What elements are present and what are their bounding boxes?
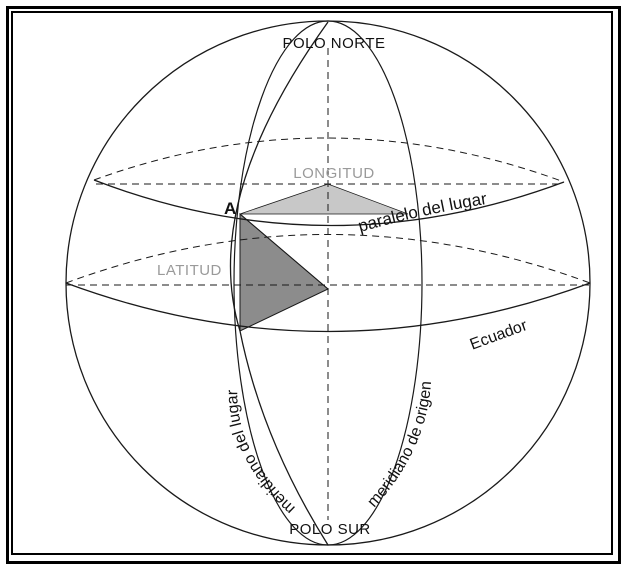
parallel-label: paralelo del lugar [356,189,488,236]
latitude-triangle [240,214,328,331]
longitude-label: LONGITUD [293,165,375,182]
latitude-label: LATITUD [157,262,222,279]
point-a-label: A [224,199,236,218]
origin-meridian-label: meridiano de origen [364,380,435,510]
south-pole-label: POLO SUR [289,521,371,538]
north-pole-label: POLO NORTE [282,35,385,52]
longitude-triangle [240,184,408,214]
equator-label: Ecuador [468,317,531,354]
